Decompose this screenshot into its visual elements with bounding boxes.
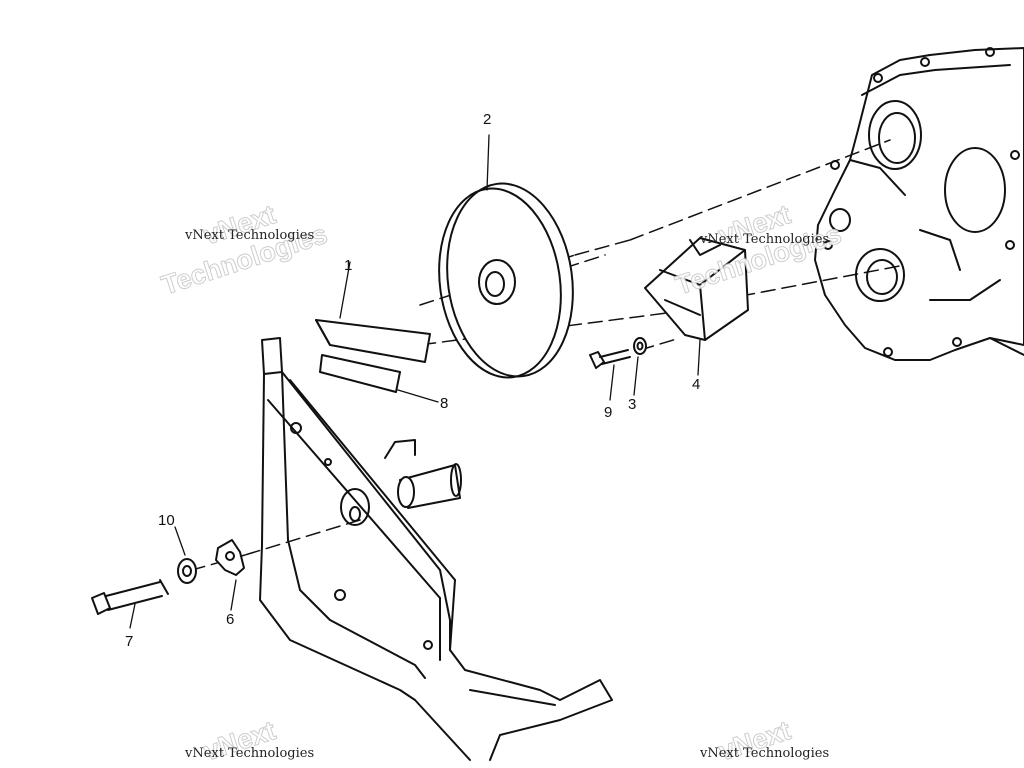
callout-6: 6 <box>226 611 235 628</box>
washer-nut-bolt <box>91 526 245 629</box>
watermark-small-b: vNext Technologies <box>700 232 830 247</box>
spacer-tube <box>384 439 462 509</box>
frame <box>259 337 613 761</box>
mount-block <box>644 237 749 376</box>
callout-7: 7 <box>125 633 134 650</box>
callout-10: 10 <box>158 512 175 529</box>
watermark-small-a: vNext Technologies <box>185 228 315 243</box>
gearcase-housing <box>814 47 1024 361</box>
callout-4: 4 <box>692 376 701 393</box>
bracket-and-shim <box>315 261 439 403</box>
callout-1: 1 <box>344 257 353 274</box>
small-bolt-and-washer <box>589 337 647 401</box>
callout-9: 9 <box>604 404 613 421</box>
callout-3: 3 <box>628 396 637 413</box>
callout-8: 8 <box>440 395 449 412</box>
callout-2: 2 <box>483 111 492 128</box>
drive-disc <box>438 134 574 379</box>
watermark-small-d: vNext Technologies <box>700 746 830 761</box>
watermark-small-c: vNext Technologies <box>185 746 315 761</box>
